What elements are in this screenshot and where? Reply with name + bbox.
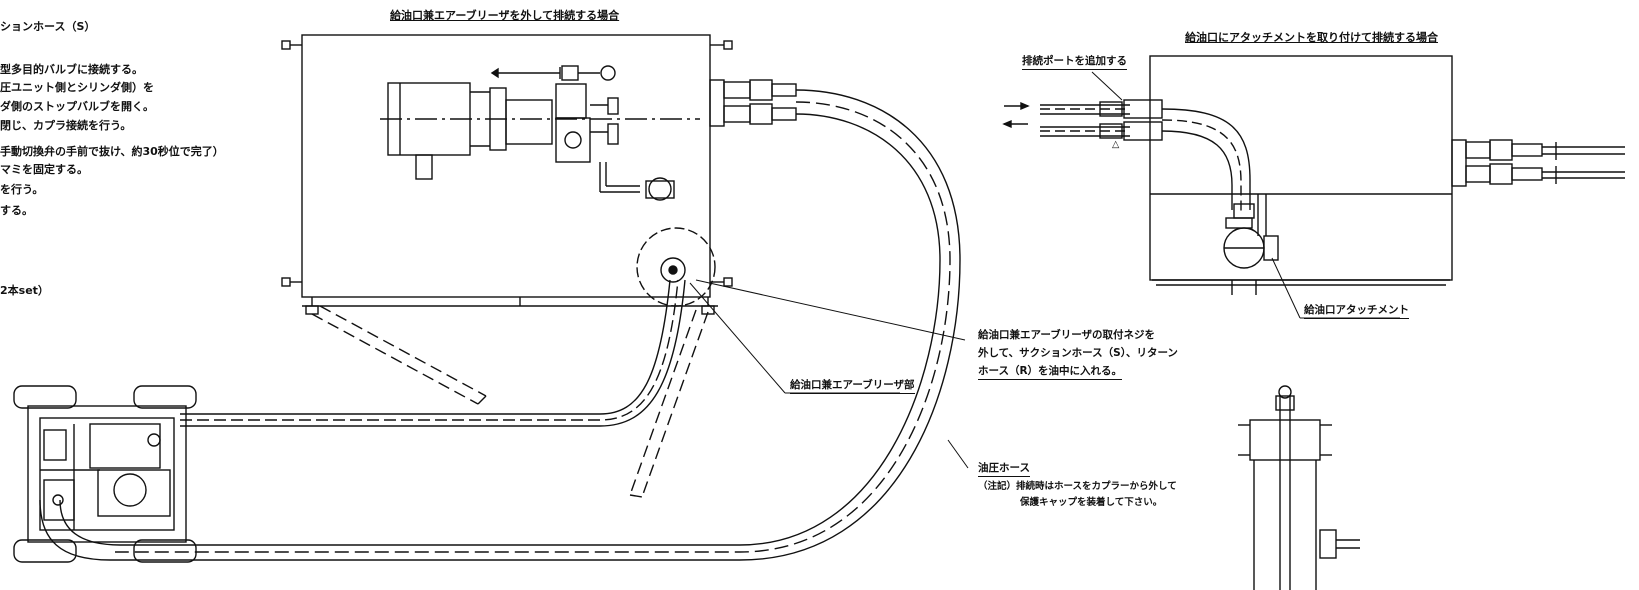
instruction-line-8: する。 [0,204,33,217]
breather-note-line-3: ホース（R）を油中に入れる。 [978,366,1123,380]
breather-note-line-2: 外して、サクションホース（S）、リターン [978,347,1178,359]
instruction-line-4: 閉じ、カプラ接続を行う。 [0,119,132,132]
instruction-line-5: 手動切換弁の手前で抜け、約30秒位で完了） [0,145,224,158]
title-right: 給油口にアタッチメントを取り付けて排続する場合 [1185,31,1438,44]
hydraulic-hose-pair [39,89,961,561]
breather-detail [636,227,716,307]
callout-port-add: 排続ポートを追加する [1022,56,1127,70]
instruction-heading: ションホース（S） [0,20,96,33]
set-note: 2本set） [0,284,49,297]
instruction-line-3: ダ側のストップバルブを開く。 [0,100,154,113]
callout-breather-part: 給油口兼エアーブリーザ部 [790,380,915,394]
instruction-line-7: を行う。 [0,183,44,196]
electric-motor [380,82,700,180]
callout-attachment: 給油口アタッチメント [1304,305,1409,319]
instruction-line-2: 圧ユニット側とシリンダ側）を [0,81,154,94]
hose-label: 油圧ホース [978,463,1030,477]
attachment-tank-unit [1002,55,1625,295]
robot-cart [13,385,197,563]
phantom-hoses [311,305,709,498]
hose-note-line-2: 保護キャップを装着して下さい。 [1020,497,1163,508]
instruction-line-1: 型多目的バルブに接続する。 [0,63,143,76]
title-left: 給油口兼エアーブリーザを外して排続する場合 [390,9,620,22]
instruction-line-6: マミを固定する。 [0,163,88,176]
filter-section-view [1238,385,1360,590]
delta-mark: △ [1112,139,1120,150]
hose-note-line-1: （注記）排続時はホースをカプラーから外して [978,481,1177,492]
breather-note-line-1: 給油口兼エアーブリーザの取付ネジを [978,329,1156,341]
pump-valve-block [490,65,675,201]
hydraulic-unit-tank [281,34,733,315]
tank-couplers [709,79,797,127]
